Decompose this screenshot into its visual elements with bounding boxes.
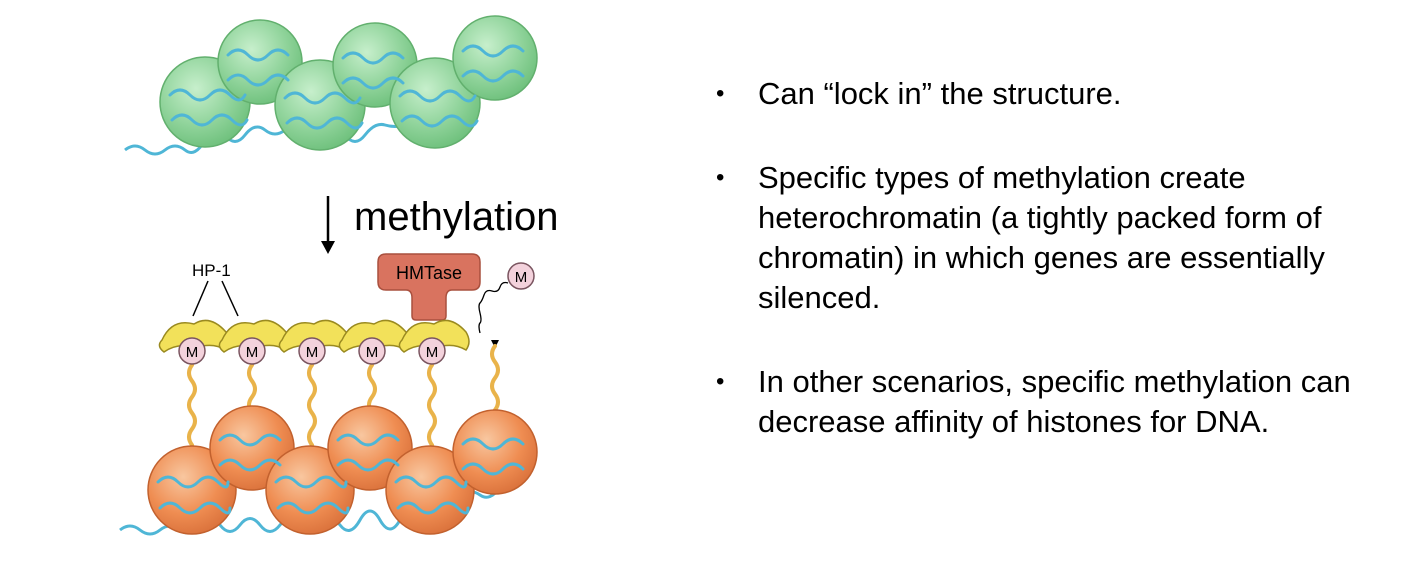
methyl-mark-row: M M M M M [178, 337, 446, 365]
svg-text:M: M [186, 344, 199, 361]
nucleosome-bottom-3 [265, 445, 355, 535]
compact-chromatin [119, 405, 538, 536]
hmtase-label: HMTase [396, 263, 462, 283]
bullet-text: Specific types of methylation create het… [758, 160, 1325, 315]
relaxed-chromatin [124, 15, 538, 156]
methyl-mark-4: M [358, 337, 386, 365]
hmtase-enzyme: HMTase [377, 253, 481, 321]
bullet-marker: • [716, 164, 725, 191]
bullet-text: Can “lock in” the structure. [758, 76, 1122, 111]
bullet-marker: • [716, 368, 725, 395]
hp1-protein-5 [398, 319, 470, 353]
bullet-marker: • [716, 80, 725, 107]
bullet-item: • Specific types of methylation create h… [712, 158, 1392, 318]
hp1-label: HP-1 [192, 261, 231, 280]
free-methyl-group: M [478, 262, 535, 348]
hp1-protein-row [158, 319, 470, 353]
nucleosome-bottom-6 [452, 409, 538, 495]
bullet-item: • Can “lock in” the structure. [712, 74, 1392, 114]
methyl-mark-1: M [178, 337, 206, 365]
svg-text:M: M [306, 344, 319, 361]
bullet-item: • In other scenarios, specific methylati… [712, 362, 1392, 442]
svg-text:M: M [246, 344, 259, 361]
nucleosome-bottom-5 [385, 445, 475, 535]
nucleosome-bottom-1 [147, 445, 237, 535]
svg-text:M: M [426, 344, 439, 361]
bullet-list: • Can “lock in” the structure. • Specifi… [712, 74, 1392, 442]
nucleosome-top-6 [452, 15, 538, 101]
nucleosome-top-5 [389, 57, 481, 149]
methylation-arrow [321, 196, 335, 254]
svg-text:M: M [366, 344, 379, 361]
svg-text:M: M [515, 269, 528, 286]
bullet-text: In other scenarios, specific methylation… [758, 364, 1351, 439]
methyl-mark-2: M [238, 337, 266, 365]
chromatin-methylation-diagram: methylation HP-1 HMTase M M M M M M [119, 15, 559, 536]
methyl-mark-5: M [418, 337, 446, 365]
methylation-label: methylation [354, 195, 559, 239]
methyl-mark-3: M [298, 337, 326, 365]
